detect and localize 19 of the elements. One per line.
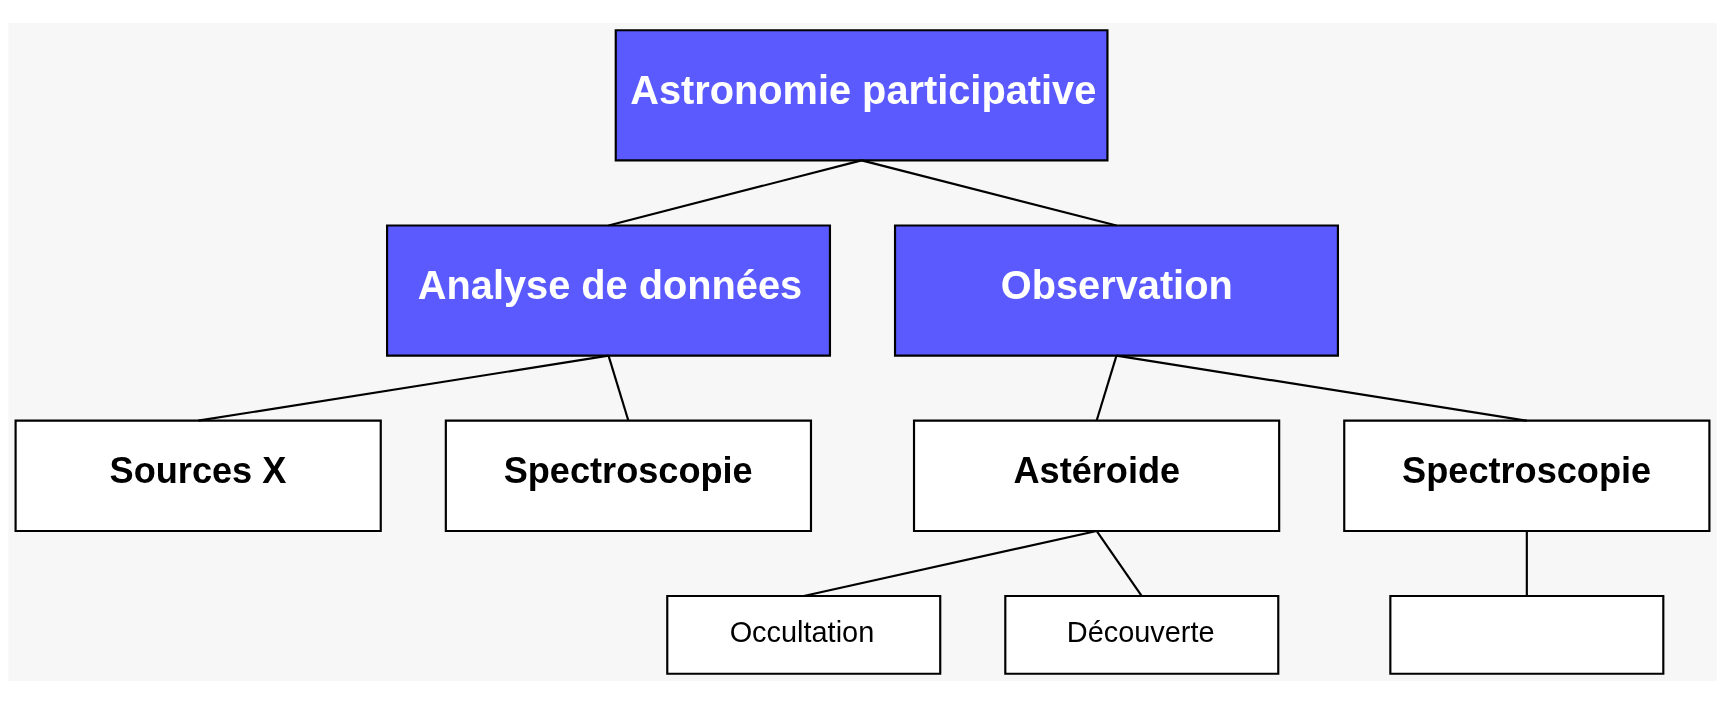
node-box: Observation: [893, 224, 1339, 357]
node-box: [1389, 594, 1665, 675]
node-box: Sources X: [14, 419, 382, 533]
connector: [803, 529, 1097, 598]
node-box: Analyse de données: [386, 224, 832, 357]
connector: [1095, 530, 1143, 597]
node-box: Occultation: [666, 594, 942, 675]
node-box: Astronomie participative: [614, 29, 1109, 162]
connector: [1116, 354, 1527, 422]
node-box: Découverte: [1004, 594, 1280, 675]
node-box: Spectroscopie: [1343, 419, 1711, 533]
connector: [608, 159, 862, 227]
connector: [198, 354, 609, 422]
connector: [607, 355, 630, 421]
connector: [861, 159, 1117, 227]
connector: [1095, 355, 1118, 421]
connector: [1525, 530, 1528, 597]
node-box: Astéroide: [912, 419, 1281, 533]
node-box: Spectroscopie: [444, 419, 813, 533]
